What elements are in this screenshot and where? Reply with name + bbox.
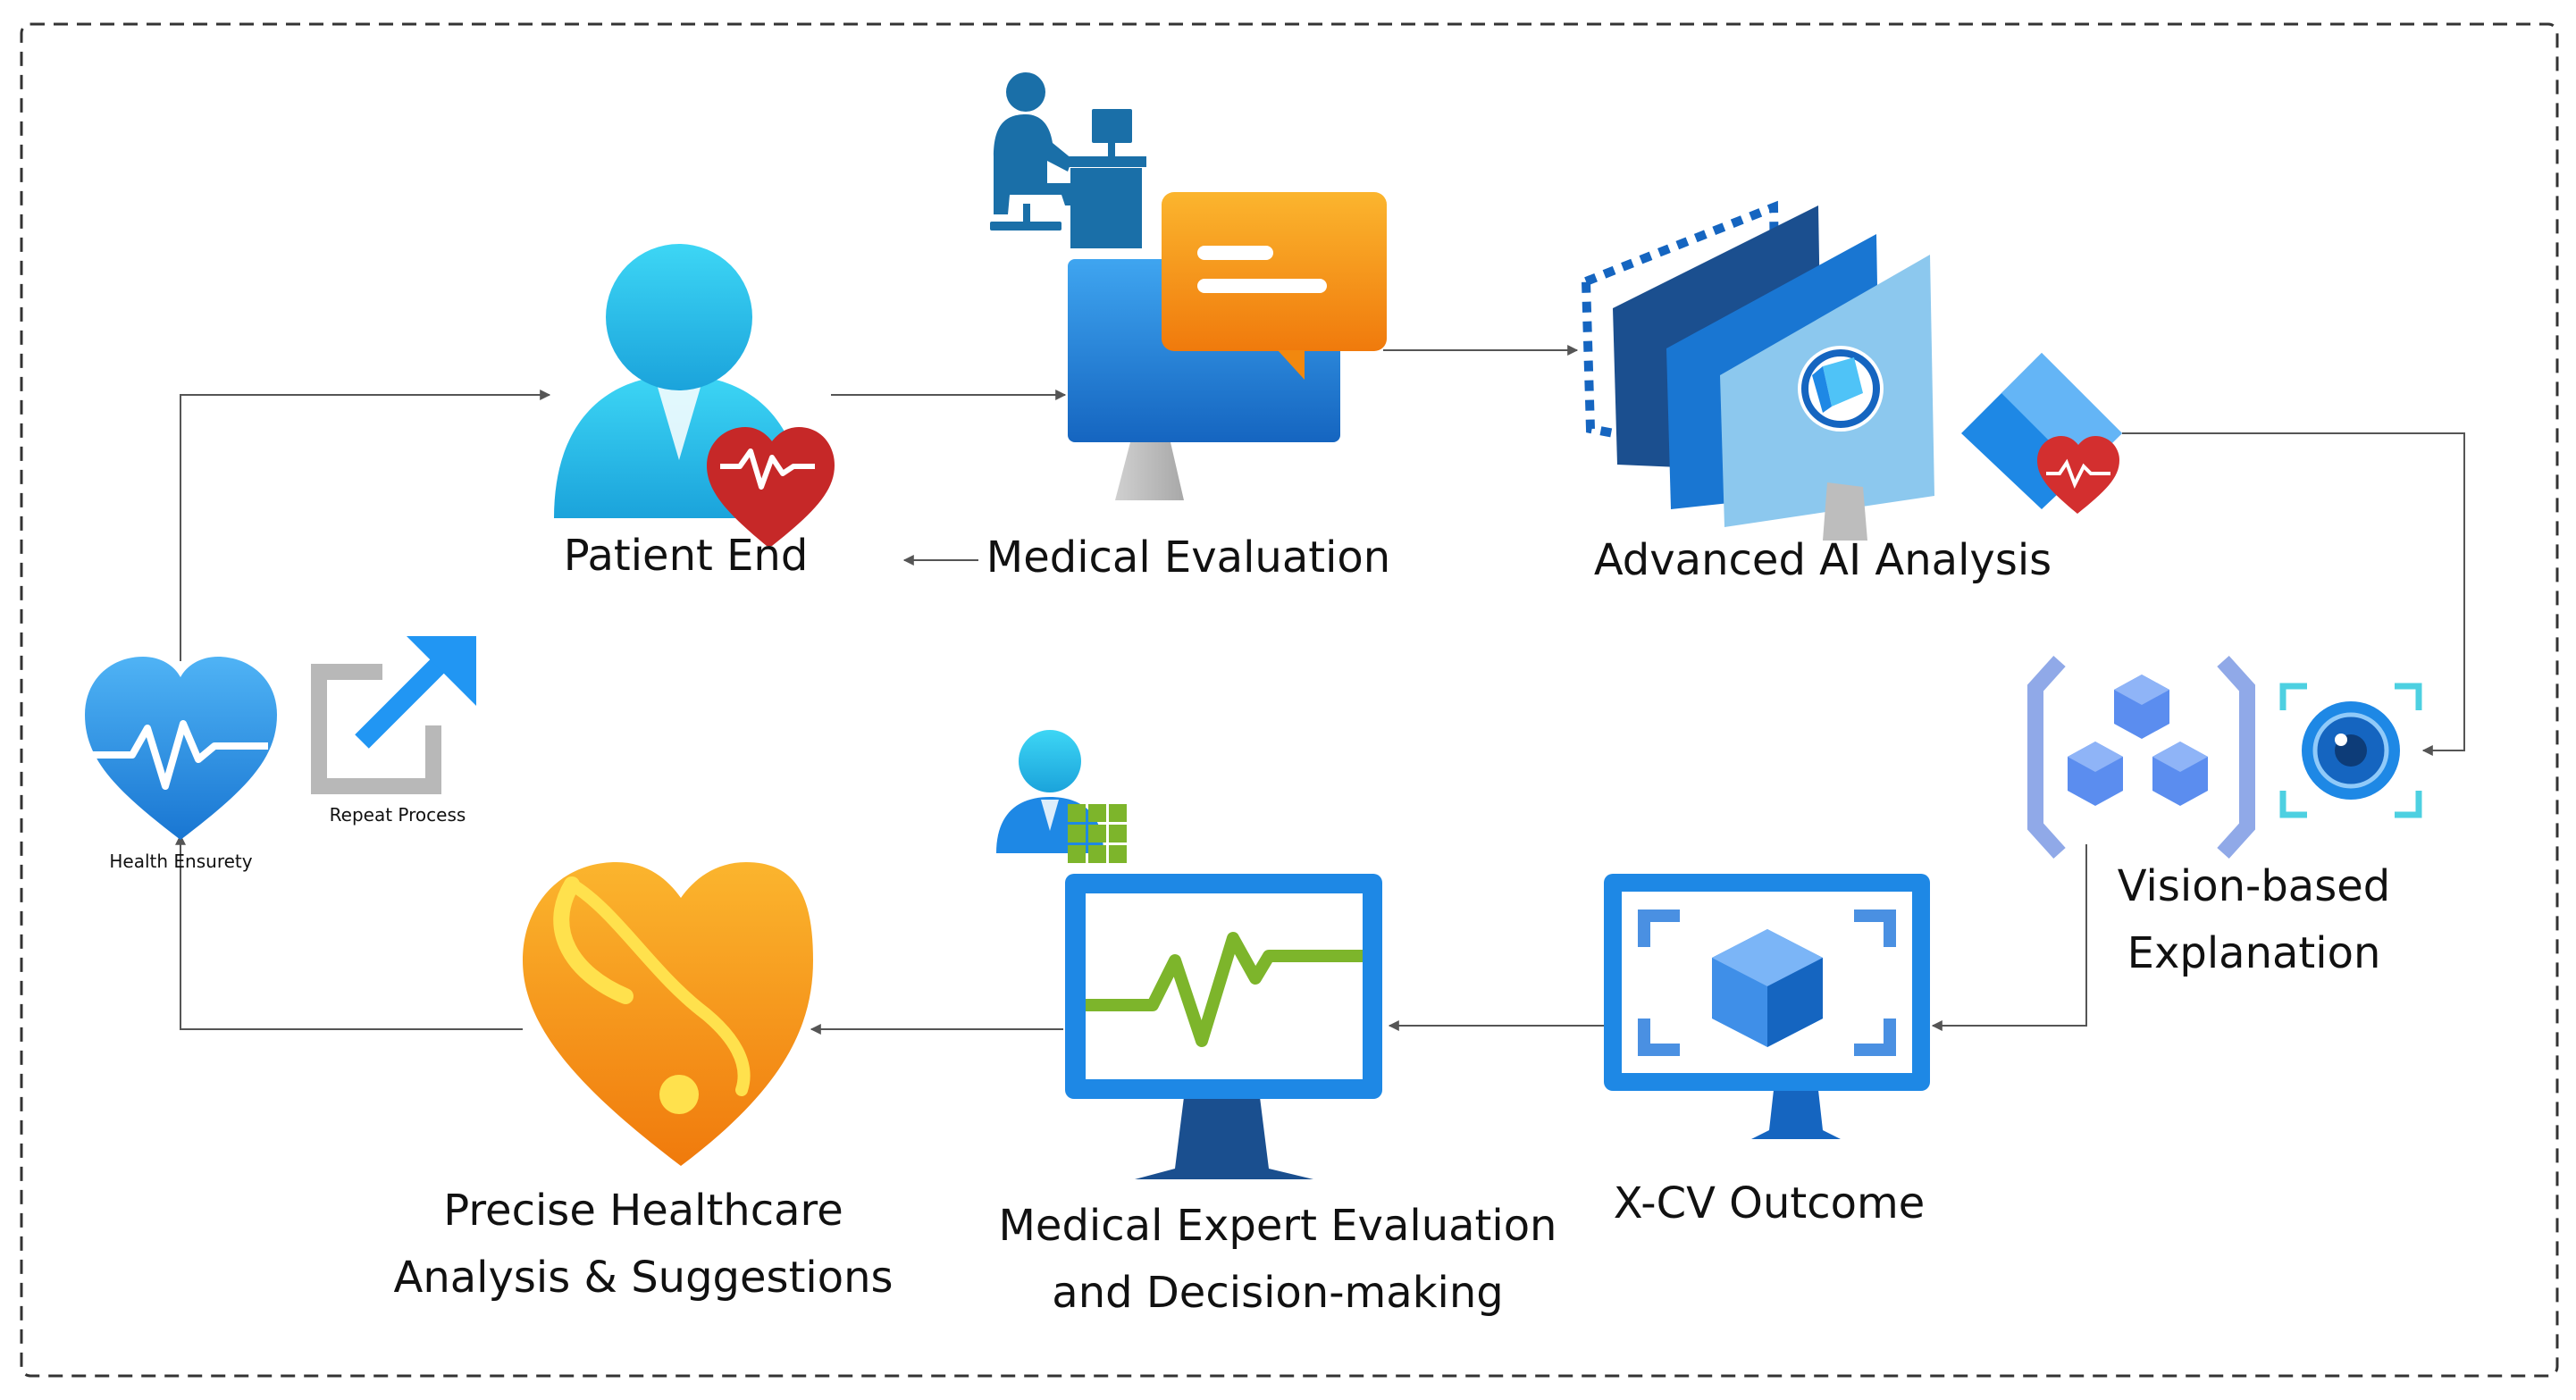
arrow-vision-to-xcv xyxy=(1931,844,2087,1031)
label-patient-end: Patient End xyxy=(563,531,809,581)
label-vision-line2: Explanation xyxy=(2127,928,2381,978)
connectors xyxy=(175,345,2465,1035)
grid-icon xyxy=(1068,804,1127,863)
pulse-line-icon xyxy=(720,449,815,490)
ai-monitors-icon xyxy=(1581,200,1934,541)
doctor-desk-icon xyxy=(990,72,1146,248)
arrow-precise-to-health xyxy=(175,834,523,1030)
dashed-border xyxy=(20,22,2559,1378)
heart-icon xyxy=(707,427,835,546)
label-expert-line2: and Decision-making xyxy=(1052,1268,1504,1318)
xcv-monitor-icon xyxy=(1604,874,1930,1139)
cubes-bracket-icon xyxy=(2027,655,2255,859)
arrow-ai-to-vision xyxy=(2122,432,2465,756)
label-advanced-ai-analysis: Advanced AI Analysis xyxy=(1593,535,2052,585)
expert-monitor-icon xyxy=(1065,874,1382,1179)
chat-bubble-icon xyxy=(1162,192,1387,380)
arrow-health-to-patient xyxy=(180,390,551,661)
expert-person-icon xyxy=(996,730,1103,853)
label-xcv-outcome: X-CV Outcome xyxy=(1613,1178,1926,1228)
label-medical-evaluation: Medical Evaluation xyxy=(986,532,1391,583)
diamond-heart-icon xyxy=(1961,353,2122,514)
label-repeat-process: Repeat Process xyxy=(329,804,466,826)
health-heart-icon xyxy=(85,657,277,840)
label-precise-line2: Analysis & Suggestions xyxy=(393,1253,894,1303)
camera-focus-icon xyxy=(2279,683,2422,818)
stethoscope-heart-icon xyxy=(523,862,813,1166)
label-expert-line1: Medical Expert Evaluation xyxy=(998,1201,1557,1251)
repeat-process-icon xyxy=(311,636,476,794)
label-precise-line1: Precise Healthcare xyxy=(443,1186,843,1236)
label-vision-line1: Vision-based xyxy=(2117,861,2391,911)
label-health-ensurety: Health Ensurety xyxy=(109,851,253,872)
